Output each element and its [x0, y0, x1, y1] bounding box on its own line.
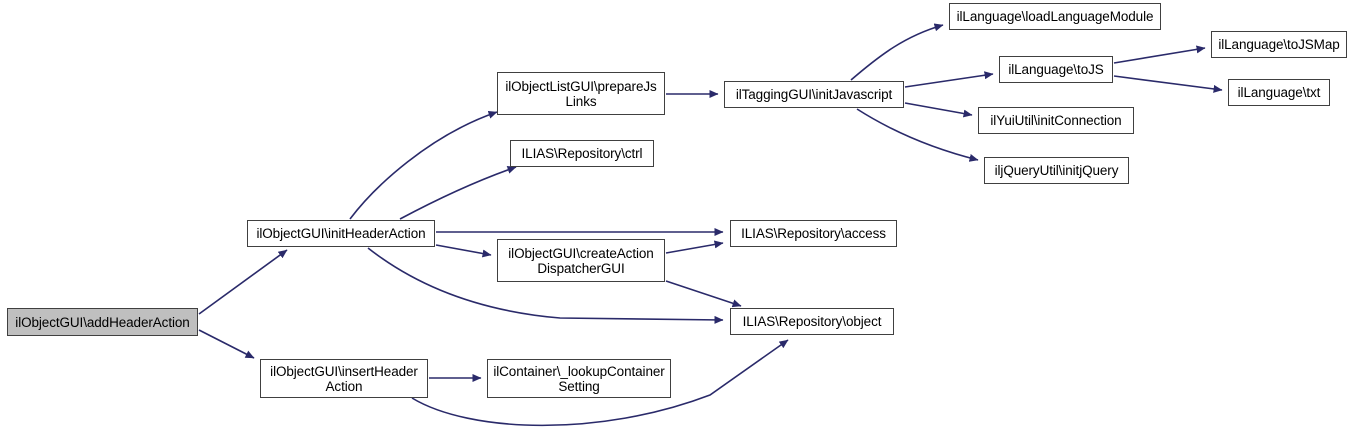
node-prepareJsLinks[interactable]: ilObjectListGUI\prepareJs Links: [497, 72, 665, 115]
node-createActionDispatcherGUI[interactable]: ilObjectGUI\createAction DispatcherGUI: [497, 239, 665, 282]
node-initConnection[interactable]: ilYuiUtil\initConnection: [978, 107, 1134, 134]
edge-initJavascript-initjQuery: [856, 108, 979, 162]
node-ctrl[interactable]: ILIAS\Repository\ctrl: [510, 140, 654, 167]
edge-addHeaderAction-initHeaderAction: [198, 249, 288, 315]
node-lookupContainerSetting[interactable]: ilContainer\_lookupContainer Setting: [487, 359, 671, 398]
node-toJS[interactable]: ilLanguage\toJS: [999, 56, 1113, 83]
node-access[interactable]: ILIAS\Repository\access: [730, 220, 897, 247]
edge-initHeaderAction-createActionDispatcherGUI: [435, 244, 492, 258]
edge-createActionDispatcherGUI-access: [665, 240, 724, 254]
edge-toJS-toJSMap: [1113, 45, 1206, 64]
node-initjQuery[interactable]: iljQueryUtil\initjQuery: [984, 157, 1129, 184]
edge-toJS-txt: [1113, 75, 1223, 93]
node-initJavascript[interactable]: ilTaggingGUI\initJavascript: [724, 81, 904, 108]
node-loadLanguageModule[interactable]: ilLanguage\loadLanguageModule: [949, 3, 1161, 30]
node-initHeaderAction[interactable]: ilObjectGUI\initHeaderAction: [247, 220, 435, 247]
edge-initHeaderAction-ctrl: [399, 166, 517, 220]
edge-createActionDispatcherGUI-object: [665, 280, 742, 308]
node-txt[interactable]: ilLanguage\txt: [1228, 79, 1330, 106]
edge-initJavascript-toJS: [904, 71, 994, 88]
edge-initJavascript-initConnection: [904, 102, 973, 118]
node-object[interactable]: ILIAS\Repository\object: [730, 308, 894, 335]
node-insertHeaderAction[interactable]: ilObjectGUI\insertHeader Action: [260, 359, 428, 398]
edge-initHeaderAction-prepareJsLinks: [349, 110, 498, 220]
edge-addHeaderAction-insertHeaderAction: [198, 329, 255, 359]
node-toJSMap[interactable]: ilLanguage\toJSMap: [1211, 31, 1347, 58]
edge-initJavascript-loadLanguageModule: [850, 23, 944, 81]
node-addHeaderAction[interactable]: ilObjectGUI\addHeaderAction: [7, 308, 198, 336]
